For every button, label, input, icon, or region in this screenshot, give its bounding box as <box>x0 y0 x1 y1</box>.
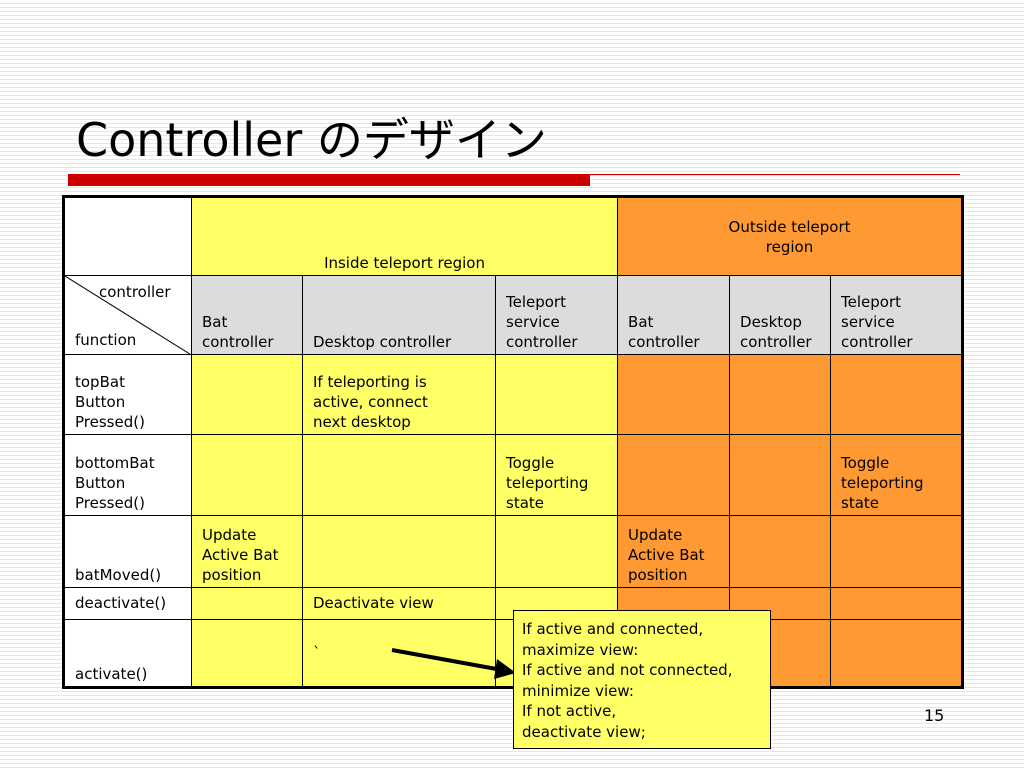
page-number: 15 <box>924 706 945 725</box>
table-cell <box>302 514 496 588</box>
table-cell <box>617 434 731 516</box>
corner-label-controller: controller <box>99 283 171 302</box>
table-cell: Deactivate view <box>302 586 496 620</box>
controller-design-table: Inside teleport region Outside teleport … <box>62 195 965 689</box>
table-cell <box>302 434 496 516</box>
table-cell <box>729 354 832 436</box>
callout-line: deactivate view; <box>522 722 646 741</box>
function-name-cell: batMoved() <box>63 514 192 588</box>
table-cell <box>494 354 619 436</box>
table-cell <box>729 434 832 516</box>
slide-title: Controller のデザイン <box>76 113 547 167</box>
activate-callout-note: If active and connected, maximize view: … <box>513 610 771 749</box>
table-cell <box>191 586 303 620</box>
table-cell <box>191 434 303 516</box>
group-header-outside-line: Outside teleport <box>728 217 851 236</box>
table-cell <box>830 354 964 436</box>
table-cell: ` <box>302 618 496 689</box>
blank-corner-cell <box>63 195 192 277</box>
callout-line: If active and connected, <box>522 620 704 638</box>
title-underline-thick <box>68 174 590 186</box>
table-cell <box>191 618 303 689</box>
table-cell <box>494 514 619 588</box>
callout-line: If not active, <box>522 702 617 720</box>
group-header-inside: Inside teleport region <box>190 195 619 277</box>
table-cell <box>830 618 964 689</box>
callout-line: minimize view: <box>522 681 634 700</box>
function-name-cell: deactivate() <box>63 586 192 620</box>
title-underline-thin <box>590 174 960 175</box>
diagonal-corner-cell: controller function <box>63 275 192 356</box>
function-name-cell: activate() <box>63 618 192 689</box>
group-header-outside: Outside teleport region <box>617 195 964 277</box>
callout-line: maximize view: <box>522 640 639 659</box>
table-cell <box>729 514 832 588</box>
table-cell <box>617 354 731 436</box>
column-header: Desktop controller <box>302 275 496 356</box>
callout-line: If active and not connected, <box>522 661 733 679</box>
group-header-row: Inside teleport region Outside teleport … <box>63 195 964 277</box>
table-cell <box>830 586 964 620</box>
table-cell <box>830 514 964 588</box>
group-header-outside-line: region <box>765 237 814 256</box>
corner-label-function: function <box>75 331 137 350</box>
table-cell <box>191 354 303 436</box>
corner-diagonal-line <box>65 276 191 354</box>
